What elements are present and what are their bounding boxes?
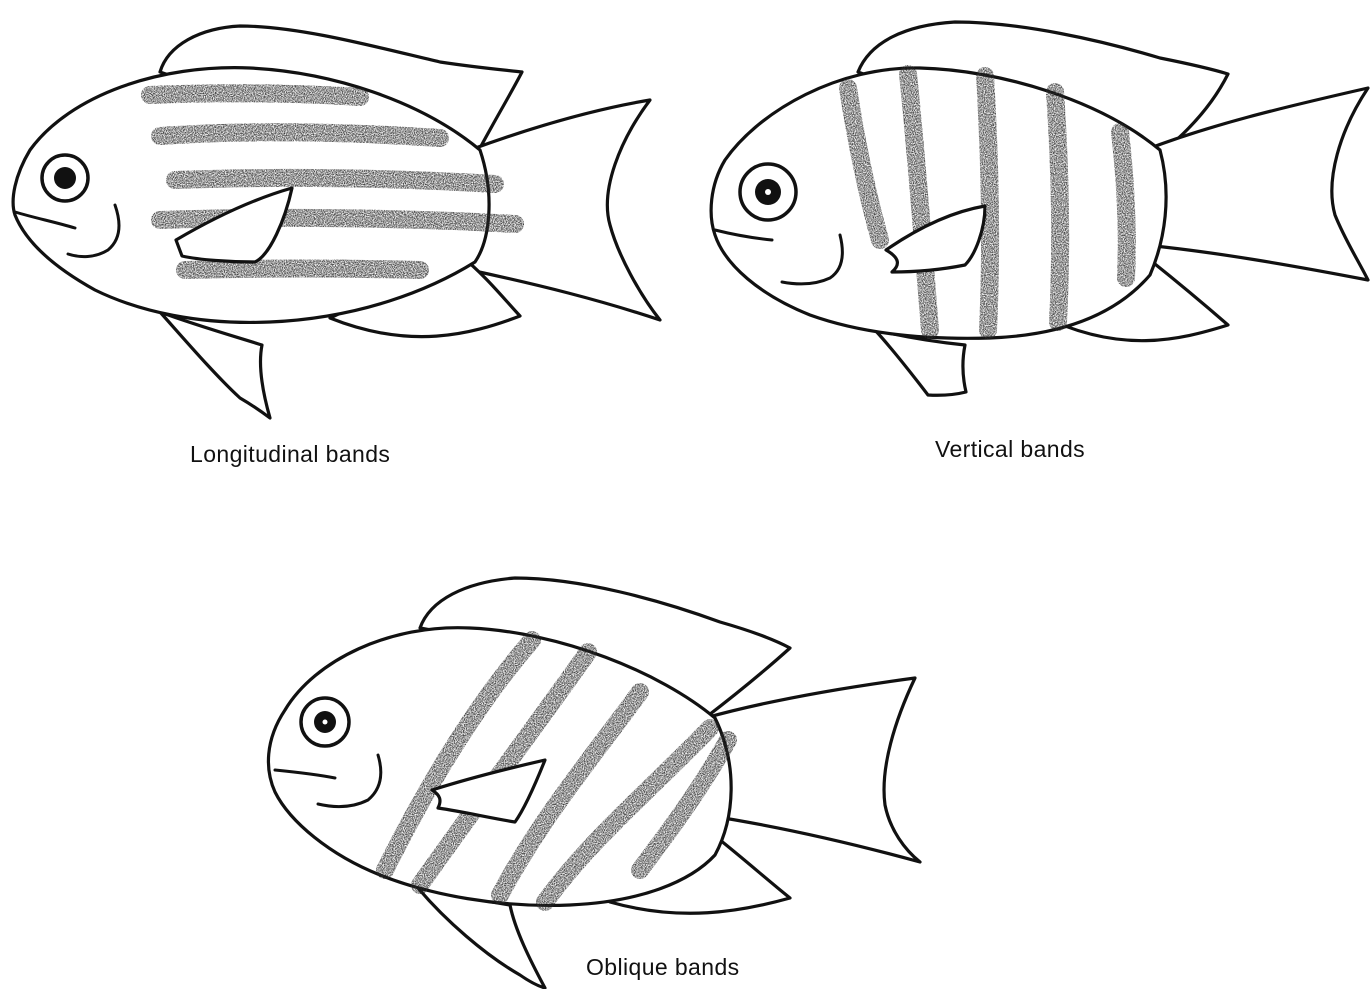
caudal-fin xyxy=(705,678,920,862)
band xyxy=(185,269,420,271)
band xyxy=(1120,132,1127,278)
fish-vertical xyxy=(711,22,1368,395)
pelvic-fin xyxy=(875,330,966,395)
eye xyxy=(740,164,796,220)
caudal-fin xyxy=(470,100,660,320)
caption-oblique: Oblique bands xyxy=(586,954,740,980)
band xyxy=(985,76,990,330)
caption-longitudinal: Longitudinal bands xyxy=(190,441,390,467)
caption-vertical: Vertical bands xyxy=(935,436,1085,462)
fish-longitudinal xyxy=(13,26,660,418)
band xyxy=(175,178,495,184)
eye xyxy=(301,698,349,746)
band xyxy=(1055,92,1060,322)
eye xyxy=(42,155,88,201)
band xyxy=(150,93,360,97)
fish-oblique xyxy=(268,578,920,988)
band xyxy=(160,132,440,138)
pelvic-fin xyxy=(160,312,270,418)
